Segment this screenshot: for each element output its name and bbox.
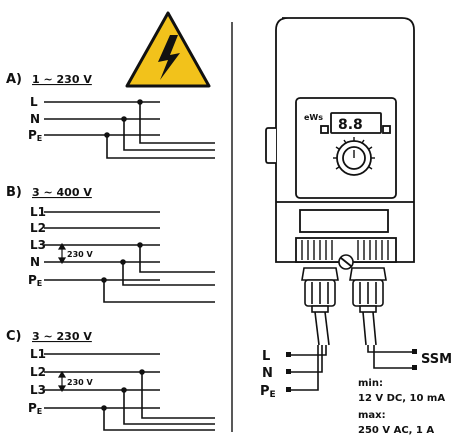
high-voltage-warning-icon <box>125 11 211 88</box>
section-c-heading-letter: C) <box>6 329 21 344</box>
device-terminal-ssm: SSM <box>421 352 452 367</box>
section-a-label-n: N <box>30 112 40 126</box>
section-b-voltage-tag: 230 V <box>67 250 93 259</box>
section-a-label-pe: PE <box>28 128 42 143</box>
section-c-heading: 3 ~ 230 V <box>32 330 92 343</box>
cable-gland-left <box>301 267 339 313</box>
cable-gland-right <box>349 267 387 313</box>
section-b-voltage-arrow <box>57 242 67 265</box>
device-terminal-n: N <box>262 366 273 381</box>
cables <box>290 311 412 391</box>
section-b-label-l1: L1 <box>30 205 46 219</box>
device-terminal-l: L <box>262 349 270 364</box>
section-b-label-l3: L3 <box>30 238 46 252</box>
section-c-junctions <box>101 369 145 411</box>
section-c-label-l2: L2 <box>30 365 46 379</box>
dial-knob[interactable] <box>333 137 375 170</box>
section-a-heading: 1 ~ 230 V <box>32 73 92 86</box>
section-b-label-pe: PE <box>28 273 42 288</box>
gland-teeth <box>301 240 389 260</box>
device-display-value: 8.8 <box>338 117 363 133</box>
section-b-heading: 3 ~ 400 V <box>32 186 92 199</box>
screw-icon <box>338 254 354 270</box>
spec-min-label: min: <box>358 378 383 389</box>
section-b-label-l2: L2 <box>30 221 46 235</box>
controller-device <box>265 17 415 263</box>
section-a-single-phase <box>44 101 215 159</box>
section-c-voltage-tag: 230 V <box>67 378 93 387</box>
section-c-three-phase-230 <box>44 353 215 431</box>
section-a-heading-letter: A) <box>6 72 22 87</box>
device-terminal-pe: PE <box>260 384 276 400</box>
section-c-voltage-arrow <box>57 370 67 393</box>
wire-terminals <box>286 349 417 392</box>
spec-max-label: max: <box>358 410 386 421</box>
section-a-label-l: L <box>30 95 38 109</box>
section-b-heading-letter: B) <box>6 185 22 200</box>
section-c-label-pe: PE <box>28 401 42 416</box>
spec-max-value: 250 V AC, 1 A <box>358 425 434 436</box>
section-c-label-l1: L1 <box>30 347 46 361</box>
section-b-junctions <box>101 242 143 283</box>
device-brand-mark: eWs <box>304 113 323 122</box>
section-b-label-n: N <box>30 255 40 269</box>
spec-min-value: 12 V DC, 10 mA <box>358 393 445 404</box>
section-a-junctions <box>104 99 143 138</box>
section-c-label-l3: L3 <box>30 383 46 397</box>
